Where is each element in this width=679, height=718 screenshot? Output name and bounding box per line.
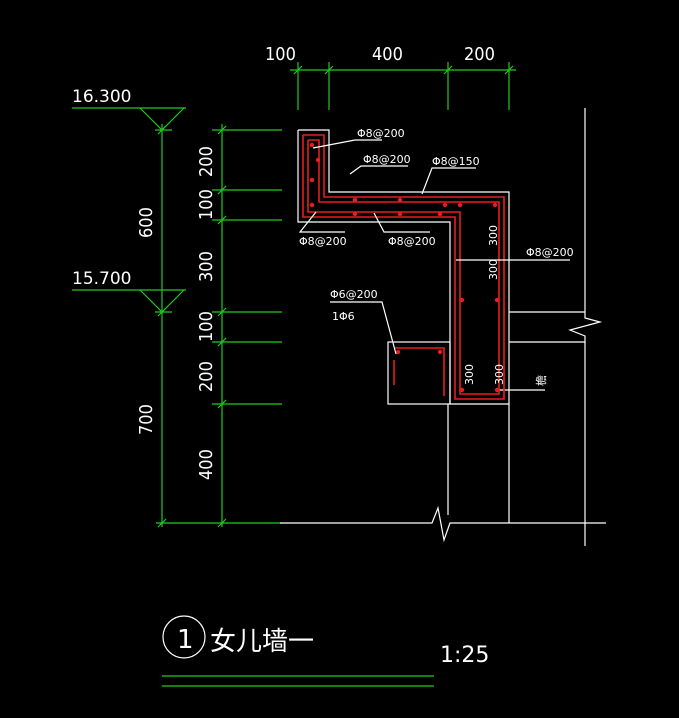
- level-marker-15700: 15.700: [72, 269, 186, 313]
- left-dim-100-bottom: 100: [196, 311, 217, 342]
- rebar-label-8: 1Φ6: [332, 310, 355, 323]
- detail-number: 1: [177, 625, 194, 655]
- inner-dimensions: 300 300 300 300 檐: [463, 225, 548, 386]
- title-block: 1 女儿墙一 1:25: [162, 615, 489, 687]
- level-marker-16300: 16.300: [72, 87, 186, 131]
- rebar-label-7: Φ6@200: [330, 288, 378, 301]
- inner-dim-300-a: 300: [487, 225, 500, 246]
- gutter-label: 檐: [534, 375, 548, 386]
- rebar-label-1: Φ8@200: [357, 127, 405, 140]
- rebar-label-2: Φ8@200: [363, 153, 411, 166]
- level-16300: 16.300: [72, 87, 131, 107]
- left-dimensions: 200 100 300 100 200 400 600 700: [136, 124, 282, 528]
- rebar-label-6: Φ8@200: [526, 246, 574, 259]
- left-dim-200-bottom: 200: [196, 361, 217, 392]
- inner-dim-300-b: 300: [487, 259, 500, 280]
- total-dim-600: 600: [136, 207, 157, 238]
- level-15700: 15.700: [72, 269, 131, 289]
- left-dim-100-top: 100: [196, 189, 217, 220]
- top-dimension: 100 400 200: [265, 44, 516, 110]
- rebar-label-3: Φ8@150: [432, 155, 480, 168]
- inner-dim-300-c: 300: [463, 364, 476, 385]
- rebar-label-4: Φ8@200: [299, 235, 347, 248]
- detail-number-circle: [162, 615, 206, 659]
- left-dim-200-top: 200: [196, 146, 217, 177]
- rebar-annotations: Φ8@200 Φ8@200 Φ8@150 Φ8@200 Φ8@200 Φ8@20…: [298, 127, 574, 355]
- total-dim-700: 700: [136, 404, 157, 435]
- top-dim-400: 400: [372, 44, 403, 65]
- drawing-title: 女儿墙一: [210, 627, 314, 657]
- top-dim-100: 100: [265, 44, 296, 65]
- drawing-scale: 1:25: [440, 643, 489, 668]
- top-dim-200: 200: [464, 44, 495, 65]
- left-dim-400: 400: [196, 449, 217, 480]
- parapet-outline: [280, 108, 606, 546]
- inner-dim-300-d: 300: [493, 364, 506, 385]
- rebar-label-5: Φ8@200: [388, 235, 436, 248]
- left-dim-300: 300: [196, 251, 217, 282]
- reinforcement: [302, 134, 505, 400]
